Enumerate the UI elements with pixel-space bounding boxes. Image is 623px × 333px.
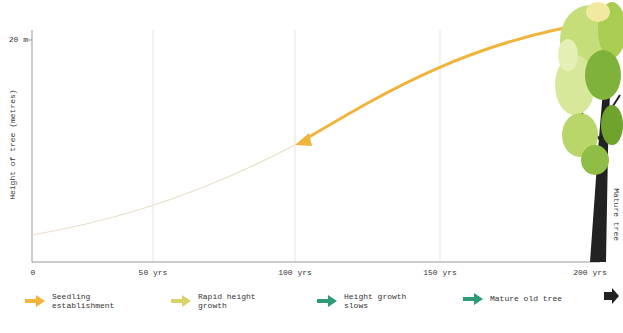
legend-label: Rapid height growth bbox=[198, 292, 276, 310]
legend-arrow-shape bbox=[25, 295, 45, 307]
legend-label: Mature old tree bbox=[490, 294, 568, 303]
legend-entry: Seedling establishment bbox=[24, 292, 130, 310]
growth-curve-early bbox=[32, 145, 295, 235]
legend-arrow bbox=[24, 294, 46, 308]
tree-label: Mature tree bbox=[611, 189, 620, 242]
y-tick bbox=[28, 40, 32, 41]
tick-label: 100 yrs bbox=[278, 268, 312, 277]
grid-line bbox=[440, 30, 441, 262]
tree-illustration bbox=[555, 2, 623, 262]
legend-entry: Rapid height growth bbox=[170, 292, 276, 310]
x-axis bbox=[32, 262, 600, 263]
tick-label: 150 yrs bbox=[423, 268, 457, 277]
grid-line bbox=[153, 30, 154, 262]
tick-label: 200 yrs bbox=[573, 268, 607, 277]
axis-title: Height of tree (metres) bbox=[7, 90, 16, 200]
legend-entry: Mature old tree bbox=[462, 292, 568, 306]
legend-arrow-shape bbox=[171, 295, 191, 307]
legend-arrow-shape bbox=[317, 295, 337, 307]
grid-line bbox=[295, 30, 296, 262]
curve-arrowhead bbox=[295, 133, 312, 146]
legend-label: Seedling establishment bbox=[52, 292, 130, 310]
y-axis bbox=[32, 30, 33, 262]
growth-curve bbox=[304, 22, 600, 140]
grid bbox=[153, 30, 440, 262]
legend-arrow bbox=[316, 294, 338, 308]
axis-value: 20 m bbox=[9, 35, 28, 44]
legend-arrow bbox=[170, 294, 192, 308]
legend-label: Height growth slows bbox=[344, 292, 422, 310]
legend-arrow-shape bbox=[463, 293, 483, 305]
tick-label: 0 bbox=[31, 268, 36, 277]
tick-label: 50 yrs bbox=[139, 268, 168, 277]
axis-arrow bbox=[604, 288, 619, 304]
legend-entry: Height growth slows bbox=[316, 292, 422, 310]
legend-arrow bbox=[462, 292, 484, 306]
